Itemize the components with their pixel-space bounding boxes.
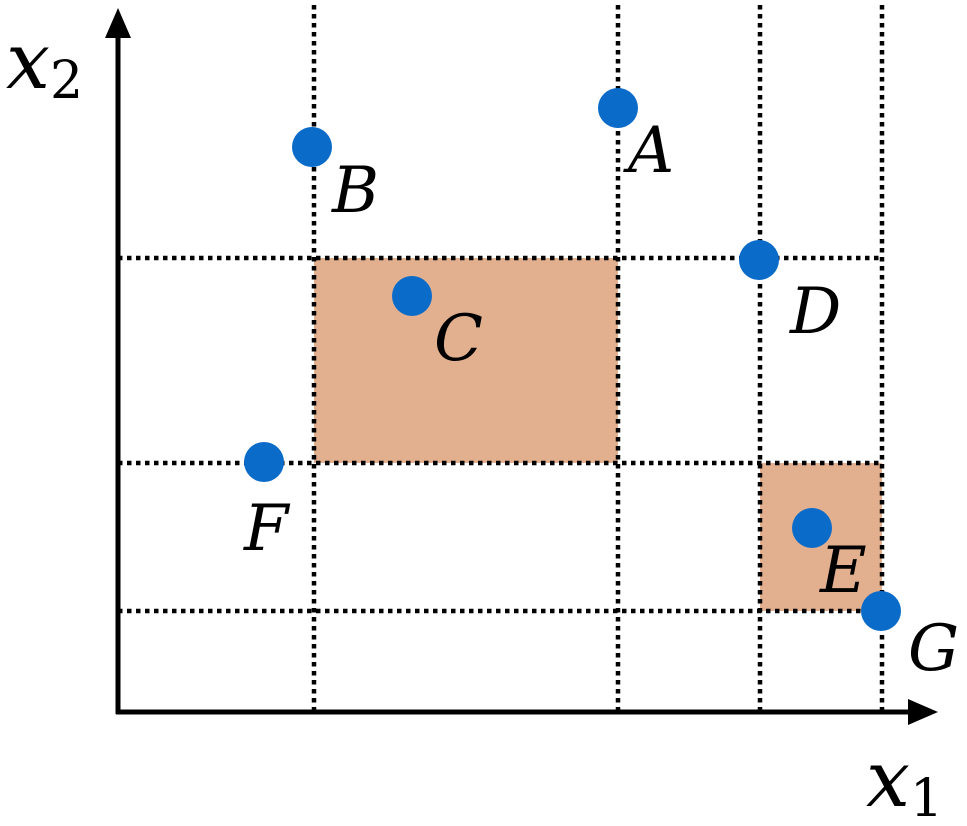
x2-axis-arrowhead [105,8,131,38]
point-a-label: A [623,114,674,188]
point-c [392,276,432,316]
point-g [861,591,901,631]
shaded-region-c [314,258,618,463]
x1-axis-arrowhead [908,699,938,725]
point-c-label: C [434,302,483,376]
point-d [739,240,779,280]
x1-axis-label: x1 [866,735,943,826]
x2-axis-label: x2 [6,17,83,111]
point-a [598,88,638,128]
point-e [792,508,832,548]
point-f-label: F [243,492,291,566]
x2-axis-label-subscript: 2 [50,51,83,111]
point-b-label: B [331,154,379,228]
point-b [292,127,332,167]
x1-axis-label-name: x [866,735,910,825]
point-e-label: E [819,534,867,608]
point-d-label: D [789,275,841,349]
point-g-label: G [908,612,959,686]
x1-axis-label-subscript: 1 [910,769,943,826]
x2-axis-label-name: x [6,17,50,107]
point-f [244,442,284,482]
